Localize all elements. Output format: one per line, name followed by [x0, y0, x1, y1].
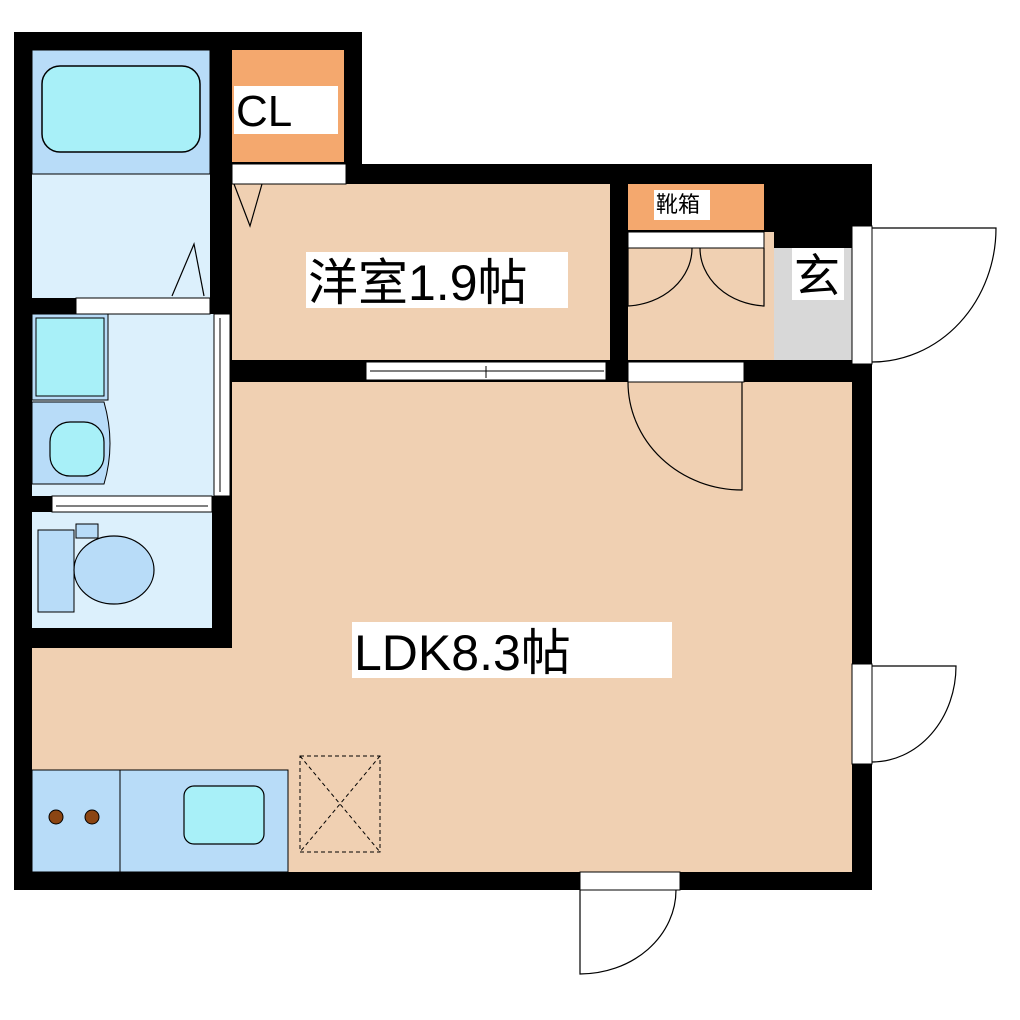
room-labels: CL 洋室1.9帖 靴箱 玄 LDK8.3帖 [234, 86, 844, 681]
kitchen-sink [183, 785, 265, 845]
kitchen-counter [31, 755, 381, 873]
stove-burner-right [84, 809, 100, 825]
toilet-fixtures [37, 523, 155, 613]
toilet-knob [75, 523, 99, 539]
closet-door-opening [231, 163, 347, 185]
washroom-fixtures [31, 313, 111, 485]
bathtub-basin [41, 65, 201, 153]
east-door-swing [871, 665, 957, 763]
south-window-opening [579, 871, 681, 891]
closet-door-swing [233, 183, 263, 228]
genkan-label: 玄 [794, 250, 840, 302]
toilet-tank [37, 529, 75, 613]
toilet-door-opening [51, 495, 213, 513]
east-window-opening [851, 663, 873, 765]
south-door-swing [579, 889, 677, 975]
entrance-door-opening [851, 225, 873, 365]
fridge-space [299, 755, 381, 853]
ldk-door-swing [627, 381, 743, 491]
shoe-box-door-swing-right [699, 247, 765, 307]
stove-burner-left [48, 809, 64, 825]
ldk-label: LDK8.3帖 [354, 625, 571, 681]
closet-label: CL [236, 87, 292, 136]
ldk-door-opening [627, 361, 745, 383]
toilet-bowl [73, 535, 155, 605]
bath-door-opening [75, 297, 211, 315]
door-swings [171, 183, 997, 975]
washroom-sliding-door [213, 313, 231, 497]
entrance-door-swing [871, 227, 997, 363]
bath-door-swing [171, 241, 205, 297]
bathroom-fixtures [31, 49, 211, 175]
vanity-basin [49, 421, 105, 477]
washing-machine [35, 317, 105, 397]
wall-openings [51, 163, 873, 891]
stove-counter [31, 769, 121, 873]
shoe-box-label: 靴箱 [656, 192, 700, 217]
entry-hall-floor [628, 232, 774, 360]
shoe-box-door-opening [627, 231, 765, 249]
western-room-label: 洋室1.9帖 [308, 255, 528, 311]
shoe-box-door-swing-left [627, 247, 693, 307]
